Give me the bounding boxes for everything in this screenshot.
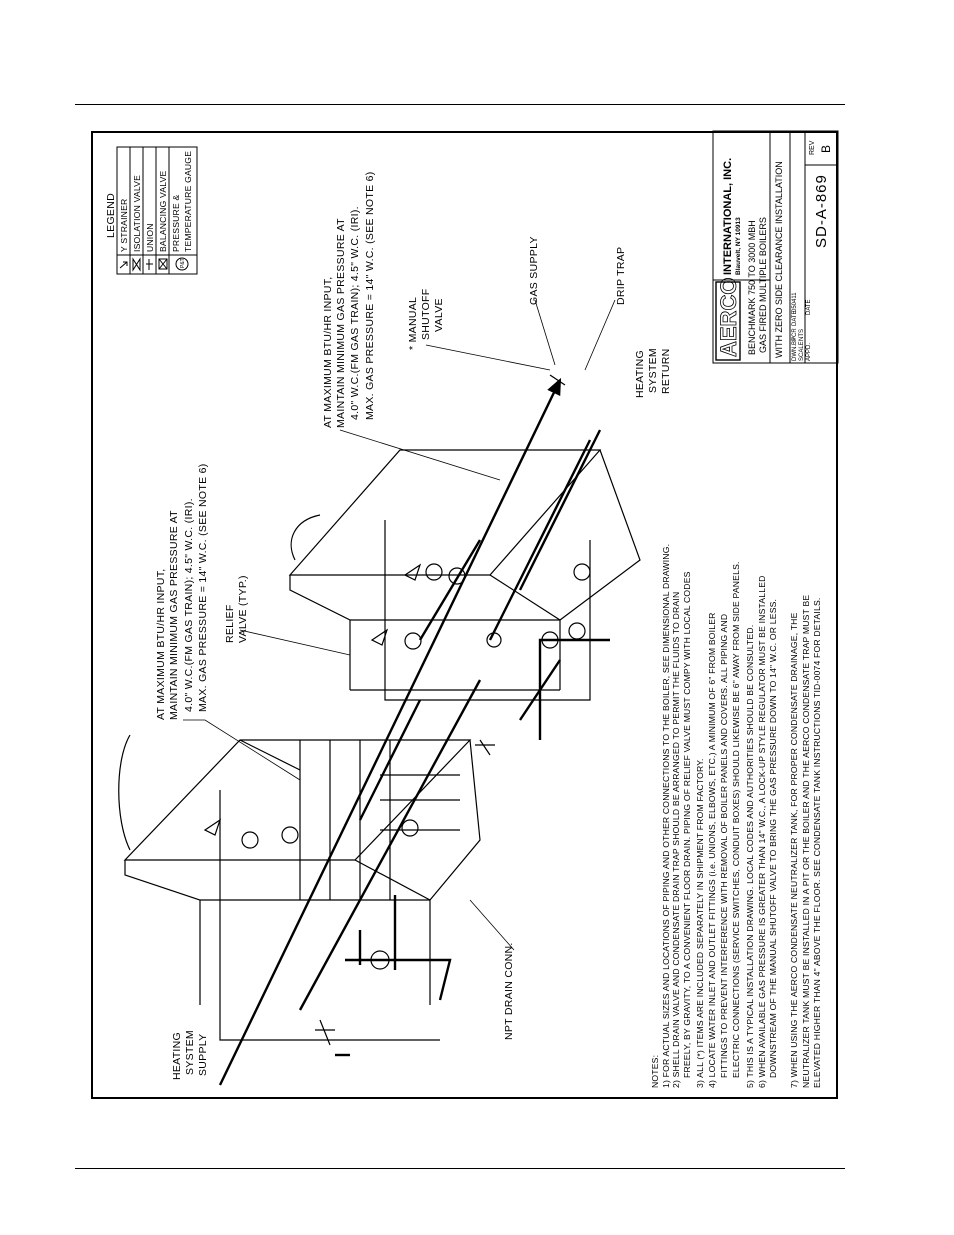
notes-heading: NOTES: — [650, 1055, 660, 1088]
callout-gas-supply: GAS SUPPLY — [528, 236, 540, 305]
drawing-description-line: BENCHMARK 750 TO 3000 MBH — [747, 220, 757, 355]
company-location: Blauvelt, NY 10913 — [735, 217, 742, 275]
fittings — [203, 374, 591, 1046]
note-line: FITTINGS TO PREVENT INTERFERENCE WITH RE… — [719, 614, 729, 1078]
note-line: ELECTRIC CONNECTIONS (SERVICE SWITCHES, … — [731, 561, 741, 1078]
notes: NOTES: 1) FOR ACTUAL SIZES AND LOCATIONS… — [650, 544, 822, 1088]
callout-gas-pressure-left-line: AT MAXIMUM BTU/HR INPUT, — [155, 569, 167, 720]
drawing-frame — [91, 131, 838, 1099]
balancing-valve-icon — [158, 258, 168, 270]
date-label: DATE — [792, 310, 798, 326]
note-line: NEUTRALIZER TANK MUST BE INSTALLED IN A … — [801, 595, 811, 1088]
left-boiler — [118, 734, 481, 1041]
callout-gas-pressure-left-line: MAX. GAS PRESSURE = 14" W.C. (SEE NOTE 6… — [197, 463, 209, 712]
callout-manual-shutoff-line: VALVE — [433, 298, 445, 332]
callout-heating-supply-line: SYSTEM — [184, 1030, 196, 1075]
callout-gas-pressure-right-line: MAX. GAS PRESSURE = 14" W.C. (SEE NOTE 6… — [364, 171, 376, 420]
callout-manual-shutoff-line: * MANUAL — [407, 297, 419, 350]
title-block — [712, 130, 839, 364]
top-rule — [75, 104, 845, 105]
callout-heating-return-line: SYSTEM — [647, 348, 659, 393]
note-line: 1) FOR ACTUAL SIZES AND LOCATIONS OF PIP… — [661, 544, 671, 1088]
svg-text:P&T: P&T — [180, 258, 186, 268]
appd-label: APPD. — [806, 343, 812, 361]
company-name: INTERNATIONAL, INC. — [722, 158, 734, 275]
note-line: 3) ALL (*) ITEMS ARE INCLUDED SEPARATELY… — [695, 758, 705, 1088]
pt-gauge-icon: P&T — [175, 257, 189, 271]
callout-heating-supply-line: SUPPLY — [197, 1034, 209, 1076]
callout-relief-valve-line: RELIEF — [224, 604, 236, 643]
callout-heating-return-line: RETURN — [660, 348, 672, 394]
isolation-valve-icon — [132, 257, 141, 272]
legend-item-label: PRESSURE & — [171, 195, 181, 252]
note-line: 4) LOCATE WATER INLET AND OUTLET FITTING… — [707, 612, 717, 1088]
drawing-description-line: WITH ZERO SIDE CLEARANCE INSTALLATION — [774, 161, 784, 358]
callout-drip-trap: DRIP TRAP — [615, 247, 627, 305]
callout-npt-drain: NPT DRAIN CONN. — [503, 942, 515, 1040]
rev-value: B — [819, 145, 833, 153]
callout-relief-valve-line: VALVE (TYP.) — [237, 575, 249, 643]
scale-value: NTS — [799, 329, 805, 341]
legend-item-label: BALANCING VALVE — [158, 170, 168, 252]
callout-heating-supply-line: HEATING — [171, 1032, 183, 1080]
bottom-rule — [75, 1168, 845, 1169]
note-line: DOWNSTREAM OF THE MANUAL SHUTOFF VALVE T… — [768, 599, 778, 1078]
appd-date-label: DATE — [806, 299, 812, 315]
note-line: 6) WHEN AVAILABLE GAS PRESSURE IS GREATE… — [757, 575, 767, 1088]
callout-gas-pressure-left-line: 4.0" W.C.(FM GAS TRAIN); 4.5" W.C. (IRI)… — [183, 498, 195, 712]
note-line: 5) THIS IS A TYPICAL INSTALLATION DRAWIN… — [745, 625, 755, 1088]
drawn-by-value: PCR — [792, 328, 798, 341]
note-line: FREELY, BY GRAVITY, TO A CONVENIENT FLOO… — [682, 571, 692, 1078]
legend-item-label: ISOLATION VALVE — [132, 175, 142, 252]
union-icon — [146, 259, 153, 270]
drawn-by-label: DWN.BY — [792, 337, 798, 361]
legend-item-label: TEMPERATURE GAUGE — [183, 151, 193, 252]
drawing-description-line: GAS FIRED MULTIPLE BOILERS — [758, 217, 768, 353]
callout-gas-pressure-right-line: AT MAXIMUM BTU/HR INPUT, — [322, 277, 334, 428]
callout-heating-return-line: HEATING — [634, 350, 646, 398]
scale-label: SCALE — [799, 341, 805, 361]
svg-text:AERCO: AERCO — [716, 278, 741, 357]
legend: LEGEND P&T Y STRAINER ISOLATION VALVE UN… — [105, 146, 198, 275]
drawing-number: SD-A-869 — [813, 174, 830, 248]
note-line: 2) SHELL DRAIN VALVE AND CONDENSATE DRAI… — [671, 592, 681, 1088]
piping — [218, 377, 610, 1086]
note-line: 7) WHEN USING THE AERCO CONDENSATE NEUTR… — [789, 612, 799, 1088]
legend-item-label: Y STRAINER — [119, 199, 129, 252]
legend-title: LEGEND — [105, 193, 117, 238]
callouts — [183, 299, 616, 951]
legend-item-label: UNION — [145, 223, 155, 252]
note-line: ELEVATED HIGHER THAN 4" ABOVE THE FLOOR.… — [812, 597, 822, 1088]
callout-manual-shutoff-line: SHUTOFF — [420, 289, 432, 341]
rev-label: REV — [809, 140, 816, 155]
right-boiler — [288, 449, 641, 701]
callout-gas-pressure-right-line: MAINTAIN MINIMUM GAS PRESSURE AT — [335, 218, 347, 428]
aerco-logo: AERCO — [715, 277, 741, 361]
callout-gas-pressure-right-line: 4.0" W.C.(FM GAS TRAIN); 4.5" W.C. (IRI)… — [349, 206, 361, 420]
date-value: 050411 — [792, 292, 798, 312]
callout-gas-pressure-left-line: MAINTAIN MINIMUM GAS PRESSURE AT — [168, 510, 180, 720]
y-strainer-icon — [119, 261, 128, 269]
